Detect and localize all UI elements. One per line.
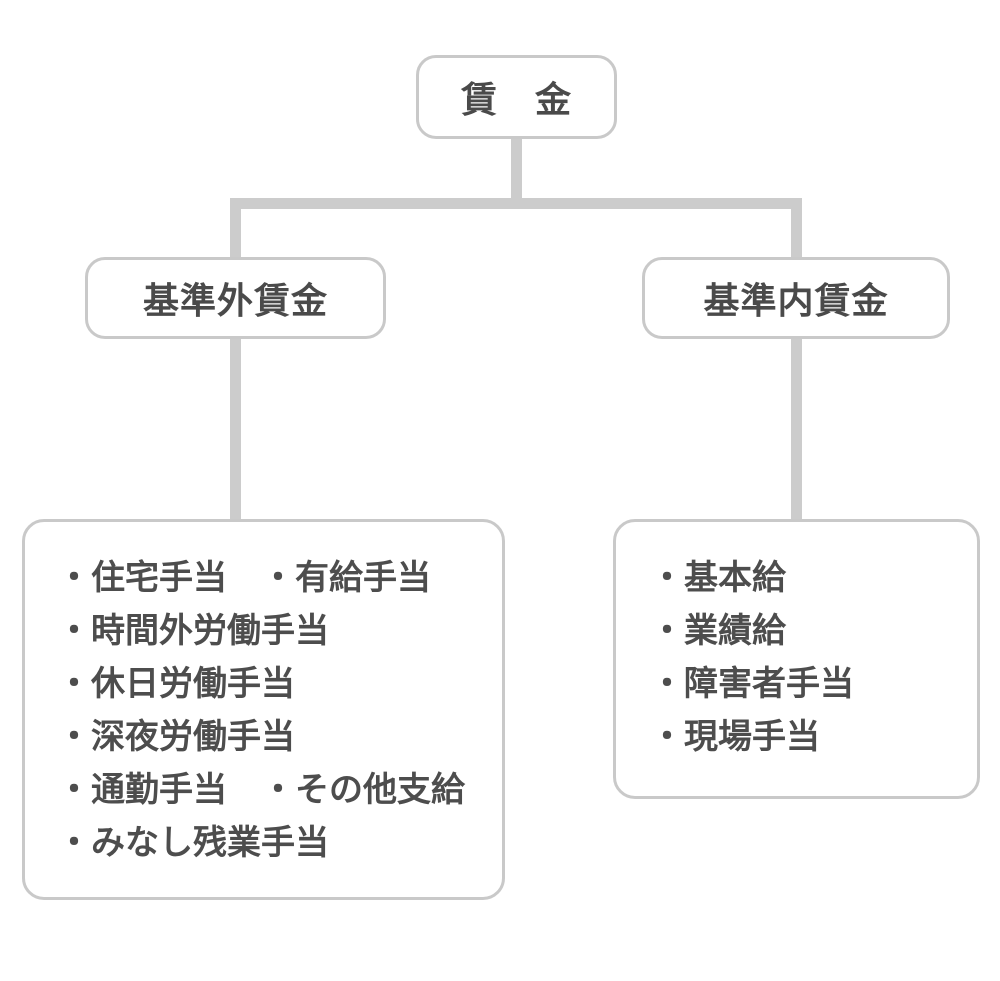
list-item: ・通勤手当 ・その他支給 [57,770,465,810]
connector-root-stem [511,136,522,203]
node-wage-root-label: 賃 金 [460,80,572,121]
node-nonstandard-wages-label: 基準外賃金 [142,281,328,322]
list-item: ・休日労働手当 [57,664,295,704]
standard-wages-list: ・基本給 ・業績給 ・障害者手当 ・現場手当 [616,522,977,764]
node-standard-wages-label: 基準内賃金 [703,281,889,322]
list-item: ・住宅手当 ・有給手当 [57,558,431,598]
list-item: ・現場手当 [650,717,820,757]
list-item: ・みなし残業手当 [57,823,329,863]
node-standard-wages: 基準内賃金 [642,257,950,339]
connector-horizontal-bar [230,198,802,209]
list-item: ・深夜労働手当 [57,717,295,757]
node-nonstandard-wages: 基準外賃金 [85,257,386,339]
node-wage-root: 賃 金 [416,55,617,139]
list-box-standard-wages: ・基本給 ・業績給 ・障害者手当 ・現場手当 [613,519,980,799]
list-box-nonstandard-wages: ・住宅手当 ・有給手当 ・時間外労働手当 ・休日労働手当 ・深夜労働手当 ・通勤… [22,519,505,900]
list-item: ・障害者手当 [650,664,854,704]
list-item: ・時間外労働手当 [57,611,329,651]
nonstandard-wages-list: ・住宅手当 ・有給手当 ・時間外労働手当 ・休日労働手当 ・深夜労働手当 ・通勤… [25,522,502,870]
list-item: ・業績給 [650,611,786,651]
list-item: ・基本給 [650,558,786,598]
connector-right-drop [791,198,802,260]
connector-left-drop [230,198,241,260]
connector-right-trunk [791,336,802,522]
connector-left-trunk [230,336,241,522]
